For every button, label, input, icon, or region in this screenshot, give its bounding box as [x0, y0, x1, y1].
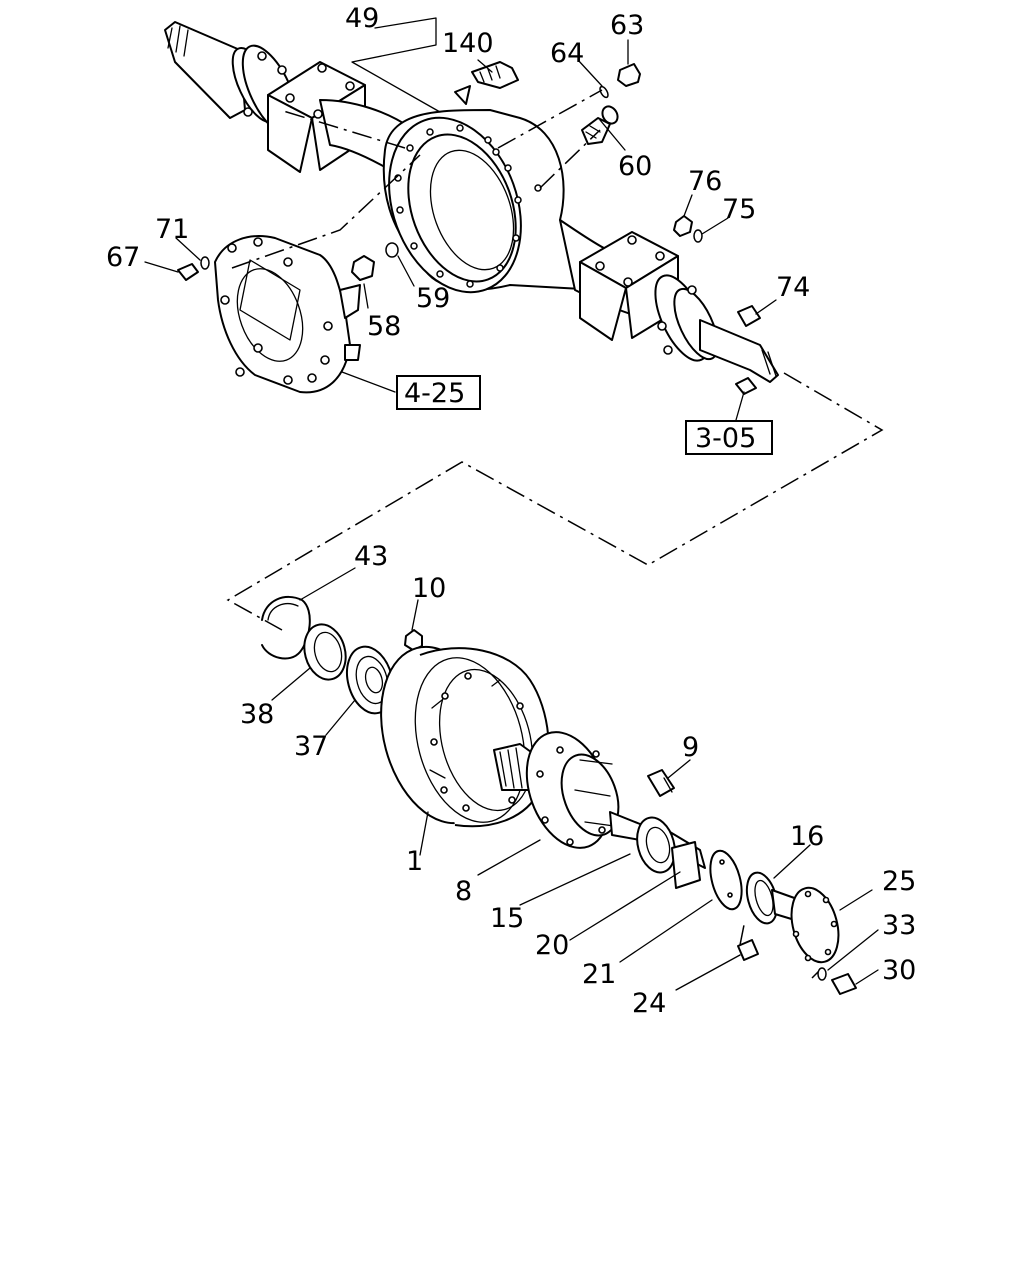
label-33: 33	[882, 910, 916, 941]
wheel-hub-assembly	[261, 595, 857, 995]
label-60: 60	[618, 151, 652, 182]
reference-label-4-25: 4-25	[404, 378, 465, 409]
label-75: 75	[722, 194, 756, 225]
label-1: 1	[406, 846, 423, 877]
label-49: 49	[345, 3, 379, 34]
label-24: 24	[632, 988, 666, 1019]
upper-small-parts	[177, 61, 761, 395]
lower-leaders	[271, 567, 879, 991]
label-15: 15	[490, 903, 524, 934]
label-63: 63	[610, 10, 644, 41]
differential-carrier	[214, 235, 361, 394]
label-76: 76	[688, 166, 722, 197]
label-59: 59	[416, 283, 450, 314]
label-21: 21	[582, 959, 616, 990]
label-67: 67	[106, 242, 140, 273]
label-64: 64	[550, 38, 584, 69]
label-43: 43	[354, 541, 388, 572]
label-38: 38	[240, 699, 274, 730]
label-74: 74	[776, 272, 810, 303]
label-37: 37	[294, 731, 328, 762]
label-140: 140	[442, 28, 494, 59]
label-58: 58	[367, 311, 401, 342]
label-71: 71	[155, 214, 189, 245]
reference-label-3-05: 3-05	[695, 423, 756, 454]
axle-housing	[164, 21, 779, 383]
label-9: 9	[682, 732, 699, 763]
label-8: 8	[455, 876, 472, 907]
label-16: 16	[790, 821, 824, 852]
upper-leaders	[144, 17, 777, 421]
reference-box-4-25: 4-25	[396, 375, 481, 410]
label-10: 10	[412, 573, 446, 604]
part-labels: 49 140 63 64 60 76 75 71 67 58 59 74 43 …	[106, 3, 916, 1019]
label-20: 20	[535, 930, 569, 961]
label-30: 30	[882, 955, 916, 986]
reference-box-3-05: 3-05	[685, 420, 773, 455]
label-25: 25	[882, 866, 916, 897]
